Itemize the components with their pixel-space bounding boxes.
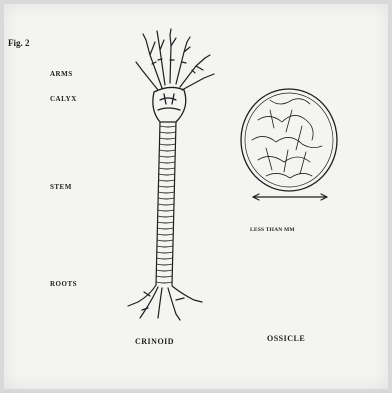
stem-segment — [159, 162, 175, 163]
stem-segment — [159, 174, 175, 175]
stem-segment — [157, 234, 173, 235]
stem-segment — [157, 258, 173, 259]
crinoid-arms — [136, 29, 214, 90]
ossicle-texture — [252, 99, 322, 178]
stem-segment — [157, 246, 173, 247]
stem-segment — [158, 204, 174, 205]
stem-segment — [156, 270, 172, 271]
stem-segment — [158, 186, 174, 187]
stem-segment — [158, 216, 174, 217]
stem-segment — [160, 126, 176, 127]
stem-segment — [159, 168, 175, 169]
stem-segment — [159, 180, 175, 181]
stem-segment — [158, 198, 174, 199]
stem-segment — [160, 138, 176, 139]
stem-segment — [159, 144, 175, 145]
stem-segment — [157, 264, 173, 265]
crinoid-roots — [128, 285, 202, 320]
crinoid-stem — [156, 122, 176, 285]
stem-segment — [158, 222, 174, 223]
stem-segment — [160, 132, 176, 133]
crinoid-calyx — [153, 87, 186, 122]
stem-segment — [159, 156, 175, 157]
scale-arrow — [253, 194, 327, 200]
stem-segment — [156, 276, 172, 277]
stem-segment — [158, 192, 174, 193]
stem-segment — [156, 282, 172, 283]
stem-segment — [157, 252, 173, 253]
stem-segment — [158, 210, 174, 211]
stem-segment — [157, 240, 173, 241]
stem-segment — [159, 150, 175, 151]
ossicle-drawing — [241, 89, 337, 191]
stem-segment — [157, 228, 173, 229]
